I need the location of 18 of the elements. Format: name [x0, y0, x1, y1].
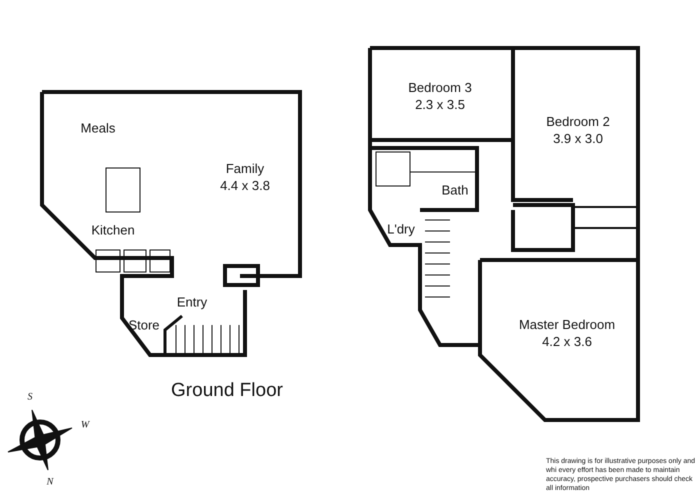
room-name: L'dry [387, 220, 415, 238]
room-name: Master Bedroom [518, 316, 616, 333]
room-dimensions: 4.2 x 3.6 [541, 333, 593, 350]
compass-letter: N [46, 476, 54, 488]
room-name: Bedroom 3 [408, 79, 472, 96]
compass-letter: W [80, 420, 90, 430]
room-name: Store [128, 316, 160, 334]
room-dimensions: 3.9 x 3.0 [552, 130, 604, 147]
room-name: Kitchen [91, 222, 135, 238]
room-name: Entry [176, 294, 208, 310]
compass-letter: S [28, 392, 32, 402]
room-name: Family [224, 160, 266, 177]
room-dimensions: 2.3 x 3.5 [414, 96, 466, 113]
room-name: Bedroom 2 [546, 113, 610, 130]
floor-title: Ground Floor [171, 380, 283, 402]
room-name: Bath [442, 182, 468, 198]
room-dimensions: 4.4 x 3.8 [220, 177, 270, 194]
room-name: Meals [80, 120, 116, 136]
